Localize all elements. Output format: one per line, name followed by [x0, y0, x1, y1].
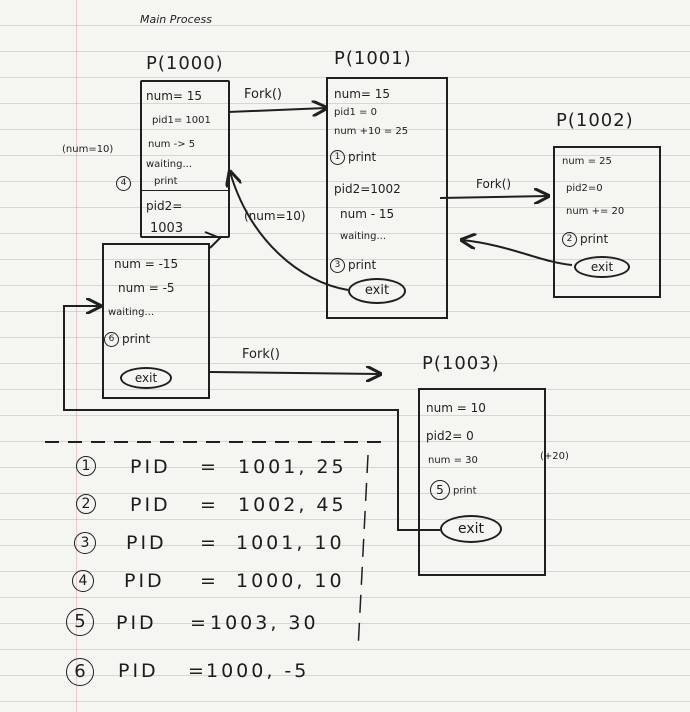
legend-eq-4: =	[200, 570, 219, 592]
legend-eq-1: =	[200, 456, 219, 478]
legend-eq-5: =	[190, 612, 209, 634]
p1003-line-0: num = 10	[426, 401, 486, 415]
p1001-line-5: num - 15	[340, 207, 395, 221]
p1000-divider	[140, 190, 230, 191]
p1000-line-5: pid2=	[146, 199, 183, 213]
child-line-0: num = -15	[114, 257, 179, 271]
p1002-line-0: num = 25	[562, 156, 612, 167]
exit-arrow-1003-child	[63, 306, 440, 531]
p1003-line-2: num = 30	[428, 455, 478, 466]
p1001-exit: exit	[348, 278, 406, 304]
p1000-line-6: 1003	[150, 221, 184, 236]
legend-num-4: 4	[72, 570, 94, 592]
fork-arrow-1000-1001	[227, 108, 326, 112]
p1000-note: (num=10)	[62, 144, 114, 155]
p1000-line-3: waiting...	[146, 159, 193, 170]
fork-label-3: Fork()	[242, 347, 280, 362]
p1001-box	[326, 77, 448, 319]
p1001-title: P(1001)	[334, 48, 412, 69]
legend-val-4: 1000, 10	[236, 570, 345, 592]
exit-arrow-1001-1000	[230, 172, 349, 291]
p1003-line-1: pid2= 0	[426, 429, 474, 443]
legend-num-2: 2	[76, 494, 96, 514]
legend-num-6: 6	[66, 658, 94, 686]
legend-pid-6: PID	[118, 660, 159, 682]
p1001-line-0: num= 15	[334, 87, 391, 101]
p1003-note: (+20)	[540, 451, 569, 462]
child-line-1: num = -5	[118, 281, 175, 295]
legend-pid-3: PID	[126, 532, 167, 554]
legend-eq-6: =	[188, 660, 207, 682]
main-process-label: Main Process	[140, 13, 212, 26]
child-box	[102, 243, 210, 399]
child-exit: exit	[120, 367, 172, 389]
legend-val-3: 1001, 10	[236, 532, 345, 554]
exit-arrow-1002-1001	[462, 240, 573, 266]
p1001-line-6: waiting...	[340, 231, 387, 242]
legend-num-3: 3	[74, 532, 96, 554]
p1000-circle-4: 4	[116, 176, 134, 191]
legend-val-1: 1001, 25	[238, 456, 347, 478]
child-line-2: waiting...	[108, 307, 155, 318]
p1002-box	[553, 146, 661, 298]
fork-label-2: Fork()	[476, 177, 512, 191]
legend-pid-5: PID	[116, 612, 157, 634]
legend-num-1: 1	[76, 456, 96, 476]
legend-val-2: 1002, 45	[238, 494, 347, 516]
p1000-line-4: print	[154, 176, 178, 187]
p1002-title: P(1002)	[556, 110, 634, 131]
p1001-line-1: pid1 = 0	[334, 107, 377, 118]
legend-pid-1: PID	[130, 456, 171, 478]
fork-arrow-child-1003	[209, 372, 380, 374]
legend-eq-3: =	[200, 532, 219, 554]
p1000-line-0: num= 15	[146, 89, 203, 103]
p1000-box	[140, 80, 230, 238]
legend-val-6: 1000, -5	[206, 660, 310, 682]
p1001-line-4: pid2=1002	[334, 182, 401, 196]
p1001-line-2: num +10 = 25	[334, 126, 409, 137]
p1000-line-1: pid1= 1001	[152, 115, 211, 126]
p1000-line-2: num -> 5	[148, 139, 196, 150]
p1003-title: P(1003)	[422, 353, 500, 374]
fork-arrow-1001-1002	[439, 196, 548, 198]
p1003-exit: exit	[440, 515, 502, 543]
fork-label-1: Fork()	[244, 87, 282, 102]
p1002-exit: exit	[574, 256, 630, 278]
legend-eq-2: =	[200, 494, 219, 516]
p1003-box	[418, 388, 546, 576]
p1002-line-2: num += 20	[566, 206, 625, 217]
legend-pid-4: PID	[124, 570, 165, 592]
p1002-line-1: pid2=0	[566, 183, 603, 194]
legend-num-5: 5	[66, 608, 94, 636]
p1000-title: P(1000)	[146, 53, 224, 74]
num-note-label: (num=10)	[244, 209, 306, 223]
legend-pid-2: PID	[130, 494, 171, 516]
legend-val-5: 1003, 30	[210, 612, 319, 634]
